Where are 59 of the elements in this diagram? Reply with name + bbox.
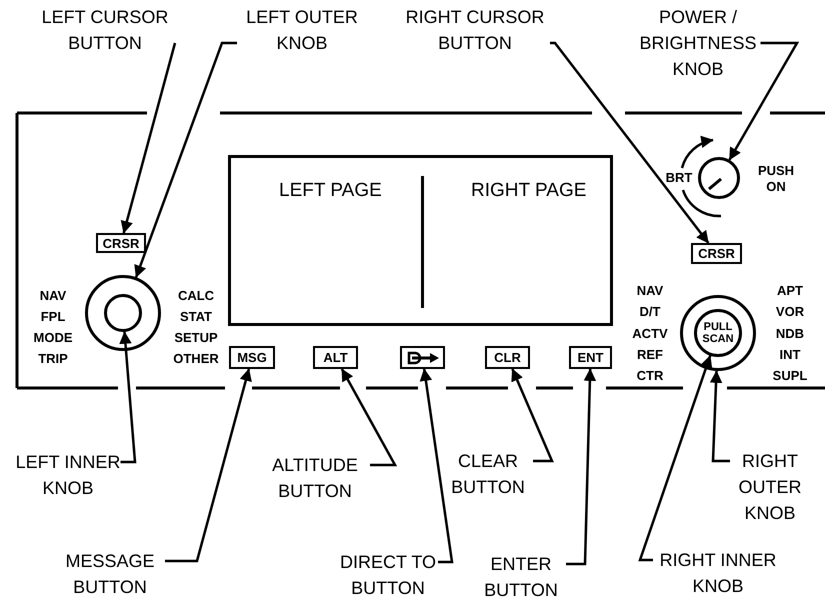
cursor-button: CRSR xyxy=(691,243,742,264)
leader-line xyxy=(340,368,398,466)
leader-line xyxy=(119,331,136,464)
callout-label: ENTER BUTTON xyxy=(476,551,566,601)
mode-label: MODE xyxy=(32,330,74,346)
mode-label: TRIP xyxy=(37,351,69,367)
brightness-label: BRT xyxy=(664,170,694,186)
leader-line xyxy=(120,42,176,234)
callout-label: LEFT INNER KNOB xyxy=(16,449,120,501)
display-screen xyxy=(228,155,613,326)
message-button: MSG xyxy=(229,346,275,369)
leader-line xyxy=(638,355,712,562)
callout-label: RIGHT INNER KNOB xyxy=(653,547,783,599)
callout-label: DIRECT TO BUTTON xyxy=(338,549,438,601)
mode-label: REF xyxy=(636,347,664,363)
leader-line xyxy=(566,368,596,566)
mode-label: CTR xyxy=(636,368,664,384)
clear-button: CLR xyxy=(485,346,530,369)
mode-label: OTHER xyxy=(172,351,220,367)
leader-line xyxy=(511,368,554,462)
altitude-button: ALT xyxy=(313,346,358,369)
push-on-label: PUSH ON xyxy=(756,163,796,195)
mode-label: CALC xyxy=(176,288,216,304)
enter-button: ENT xyxy=(569,346,612,369)
leader-line xyxy=(420,368,454,564)
screen-label: RIGHT PAGE xyxy=(471,180,586,202)
mode-label: NAV xyxy=(38,288,68,304)
leader-line xyxy=(165,368,252,562)
mode-label: SETUP xyxy=(173,330,219,346)
leader-line xyxy=(550,42,710,244)
mode-label: SUPL xyxy=(772,368,808,384)
mode-label: D/T xyxy=(638,304,662,320)
callout-label: CLEAR BUTTON xyxy=(443,448,533,500)
cursor-button: CRSR xyxy=(96,233,146,253)
mode-label: ACTV xyxy=(631,326,669,342)
inner-knob: PULL SCAN xyxy=(694,309,742,357)
outer-knob xyxy=(680,295,756,371)
callout-label: RIGHT OUTER KNOB xyxy=(730,448,810,526)
power-knob xyxy=(698,157,740,199)
inner-knob xyxy=(104,294,142,332)
mode-label: FPL xyxy=(40,309,66,325)
leader-line xyxy=(134,42,237,278)
leader-line xyxy=(710,370,730,462)
mode-label: INT xyxy=(778,347,802,363)
callout-label: RIGHT CURSOR BUTTON xyxy=(400,4,550,56)
callout-label: LEFT OUTER KNOB xyxy=(237,4,367,56)
callout-label: MESSAGE BUTTON xyxy=(55,548,165,600)
mode-label: NAV xyxy=(636,283,664,299)
callout-label: POWER / BRIGHTNESS KNOB xyxy=(636,4,760,82)
outer-knob xyxy=(85,275,161,351)
mode-label: NDB xyxy=(774,326,806,342)
direct-to-button xyxy=(400,346,445,369)
mode-label: APT xyxy=(776,283,804,299)
mode-label: STAT xyxy=(178,309,213,325)
screen-label: LEFT PAGE xyxy=(279,180,382,202)
callout-label: ALTITUDE BUTTON xyxy=(260,452,370,504)
callout-label: LEFT CURSOR BUTTON xyxy=(35,4,175,56)
mode-label: VOR xyxy=(774,304,806,320)
leader-line xyxy=(728,42,800,160)
